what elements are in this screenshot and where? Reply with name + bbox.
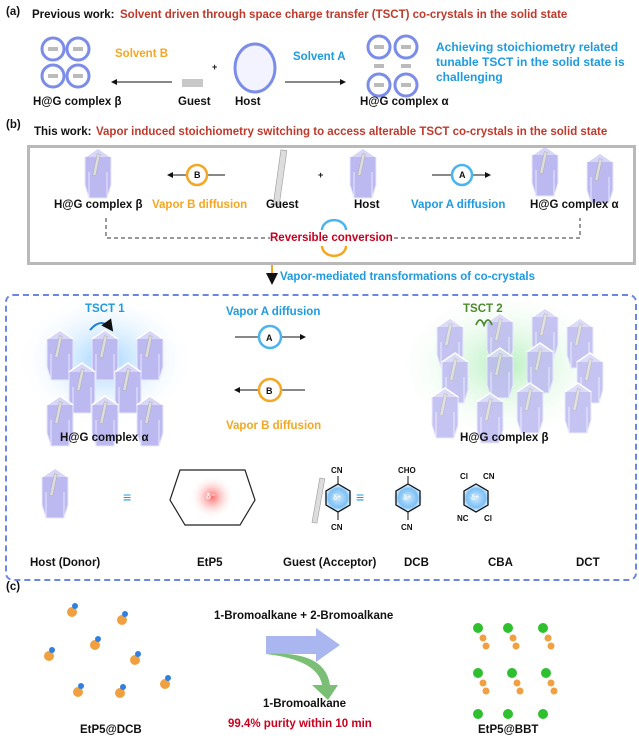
mixture-arrow xyxy=(266,636,316,654)
delta-plus: δ⁺ xyxy=(403,495,411,502)
delta-minus: δ⁻ xyxy=(206,492,216,501)
right-crystal-label: EtP5@BBT xyxy=(478,724,539,736)
cba-group: CN xyxy=(401,523,413,532)
tsct1-label: TSCT 1 xyxy=(85,303,125,315)
label-host: Host xyxy=(235,96,261,108)
badge-a: A xyxy=(459,170,466,180)
panel-c-label: (c) xyxy=(6,581,21,593)
this-work-box xyxy=(27,145,636,265)
vapor-b-badge-icon xyxy=(257,377,283,403)
plus-sign: + xyxy=(318,170,324,180)
delta-plus: δ⁺ xyxy=(333,495,341,502)
label-guest: Guest xyxy=(178,96,211,108)
badge-b: B xyxy=(194,170,201,180)
label-vapor-b: Vapor B diffusion xyxy=(152,199,248,211)
legend-cba: CBA xyxy=(488,557,513,569)
note-line1: Achieving stoichiometry related xyxy=(436,40,619,54)
complex-beta-circles xyxy=(40,36,91,89)
note-line2: tunable TSCT in the solid state is xyxy=(436,55,625,69)
dct-group: NC xyxy=(457,514,469,523)
tsct1-arrow-icon xyxy=(89,318,114,332)
host-circle xyxy=(233,42,277,94)
dct-group: CN xyxy=(483,472,495,481)
legend-dcb: DCB xyxy=(404,557,429,569)
label-guest: Guest xyxy=(266,199,299,211)
label-complex-alpha: H@G complex α xyxy=(60,432,149,444)
separation-arrow xyxy=(266,653,338,700)
label-complex-beta: H@G complex β xyxy=(33,96,122,108)
dcb-group: CN xyxy=(331,523,343,532)
guest-rect xyxy=(182,79,203,87)
crystal-etp5-bbt xyxy=(473,623,558,719)
mixture-label: 1-Bromoalkane + 2-Bromoalkane xyxy=(214,610,394,622)
panel-a-title: Solvent driven through space charge tran… xyxy=(120,9,568,21)
guest-legend-plate xyxy=(311,477,326,524)
label-complex-beta: H@G complex β xyxy=(460,432,549,444)
vapor-a-badge-icon xyxy=(450,163,474,187)
vapor-a-badge-icon xyxy=(257,324,283,350)
note-line3: challenging xyxy=(436,70,503,84)
etp5-structure xyxy=(169,469,256,526)
badge-b: B xyxy=(266,386,273,396)
vapor-b-badge-icon xyxy=(185,163,209,187)
legend-guest: Guest (Acceptor) xyxy=(283,557,377,569)
solvent-a-label: Solvent A xyxy=(293,51,346,63)
cba-group: CHO xyxy=(398,466,416,475)
label-complex-alpha: H@G complex α xyxy=(360,96,449,108)
reversible-label: Reversible conversion xyxy=(270,231,393,245)
badge-a: A xyxy=(266,333,273,343)
legend-dct: DCT xyxy=(576,557,600,569)
equiv-sign: ≡ xyxy=(356,489,365,505)
panel-a-title-prefix: Previous work: xyxy=(32,9,115,21)
panel-b-title-prefix: This work: xyxy=(34,126,92,138)
purity-label: 99.4% purity within 10 min xyxy=(228,718,372,730)
tsct2-arrow-icon xyxy=(475,319,493,328)
equiv-sign: ≡ xyxy=(123,489,132,505)
product-label: 1-Bromoalkane xyxy=(263,698,347,710)
solvent-b-label: Solvent B xyxy=(115,48,169,60)
cycle-icon xyxy=(320,218,348,231)
reversible-dashed-line xyxy=(105,218,581,239)
legend-etp5: EtP5 xyxy=(197,557,223,569)
panel-b-label: (b) xyxy=(6,119,21,131)
label-host: Host xyxy=(354,199,380,211)
plus-sign: + xyxy=(212,62,218,72)
dct-group: Cl xyxy=(460,472,468,481)
left-crystal-label: EtP5@DCB xyxy=(80,724,142,736)
acceptor-rings xyxy=(322,476,492,520)
panel-a-label: (a) xyxy=(6,6,21,18)
dct-group: Cl xyxy=(484,514,492,523)
crystal-etp5-dcb xyxy=(44,603,171,698)
label-complex-alpha: H@G complex α xyxy=(530,199,619,211)
tsct2-label: TSCT 2 xyxy=(463,303,503,315)
label-vapor-a: Vapor A diffusion xyxy=(411,199,506,211)
delta-plus: δ⁺ xyxy=(471,495,479,502)
transition-label: Vapor-mediated transformations of co-cry… xyxy=(280,271,535,283)
dcb-group: CN xyxy=(331,466,343,475)
legend-host: Host (Donor) xyxy=(30,557,101,569)
label-complex-beta: H@G complex β xyxy=(54,199,143,211)
transformation-box xyxy=(5,294,637,581)
panel-b-title: Vapor induced stoichiometry switching to… xyxy=(96,126,608,138)
vapor-b-label: Vapor B diffusion xyxy=(226,420,322,432)
guest-plate xyxy=(272,149,288,206)
vapor-a-label: Vapor A diffusion xyxy=(226,306,321,318)
